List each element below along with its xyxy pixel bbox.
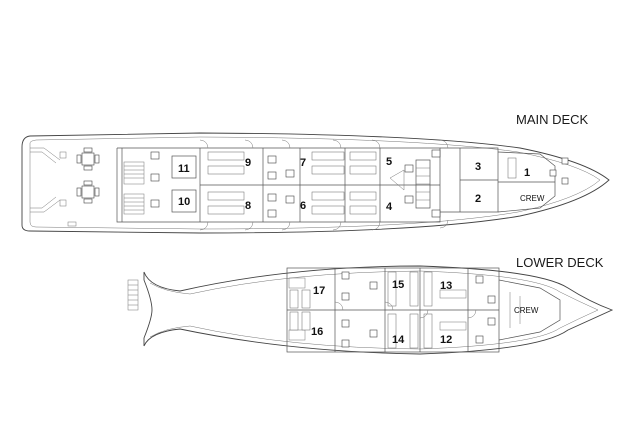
- main-stern: [30, 147, 77, 227]
- cabin-10-number: 10: [178, 196, 190, 208]
- cabin-16-number: 16: [311, 326, 323, 338]
- cabin-13-number: 13: [440, 280, 452, 292]
- main-cabin-block: [116, 139, 441, 231]
- cabin-1-number: 1: [524, 167, 530, 179]
- main-deck-hull: [21, 132, 610, 234]
- cabin-6-number: 6: [300, 200, 306, 212]
- lower-crew-label: CREW: [514, 306, 539, 315]
- cabin-5-number: 5: [386, 156, 392, 168]
- lower-stern-ladder: [127, 279, 139, 311]
- lower-deck-inner-hull: [149, 270, 599, 350]
- lower-doors: [334, 301, 477, 319]
- cabin-3-number: 3: [475, 161, 481, 173]
- cabin-12-number: 12: [440, 334, 452, 346]
- main-deck-inner-hull: [29, 136, 601, 230]
- main-dining-tables: [76, 147, 100, 204]
- cabin-2-number: 2: [475, 193, 481, 205]
- cabin-14-number: 14: [392, 334, 405, 346]
- lower-crew-area: [498, 279, 561, 341]
- cabin-15-number: 15: [392, 279, 404, 291]
- main-deck-title: MAIN DECK: [516, 112, 589, 127]
- lower-bathroom-fixtures: [341, 271, 496, 348]
- cabin-11-number: 11: [178, 163, 190, 175]
- lower-deck-hull: [143, 265, 614, 355]
- main-crew-label: CREW: [520, 194, 545, 203]
- cabin-8-number: 8: [245, 200, 251, 212]
- lower-deck: LOWER DECK: [127, 255, 614, 355]
- main-stairs: [123, 161, 145, 215]
- main-forward-stair: [389, 159, 431, 209]
- cabin-7-number: 7: [300, 157, 306, 169]
- main-beds: [207, 151, 377, 215]
- cabin-4-number: 4: [386, 201, 393, 213]
- lower-beds: [289, 271, 433, 349]
- main-bathroom-fixtures: [150, 149, 441, 218]
- main-forward-block: [439, 139, 569, 229]
- main-deck: MAIN DECK: [21, 112, 610, 234]
- cabin-9-number: 9: [245, 157, 251, 169]
- lower-deck-title: LOWER DECK: [516, 255, 604, 270]
- cabin-17-number: 17: [313, 285, 325, 297]
